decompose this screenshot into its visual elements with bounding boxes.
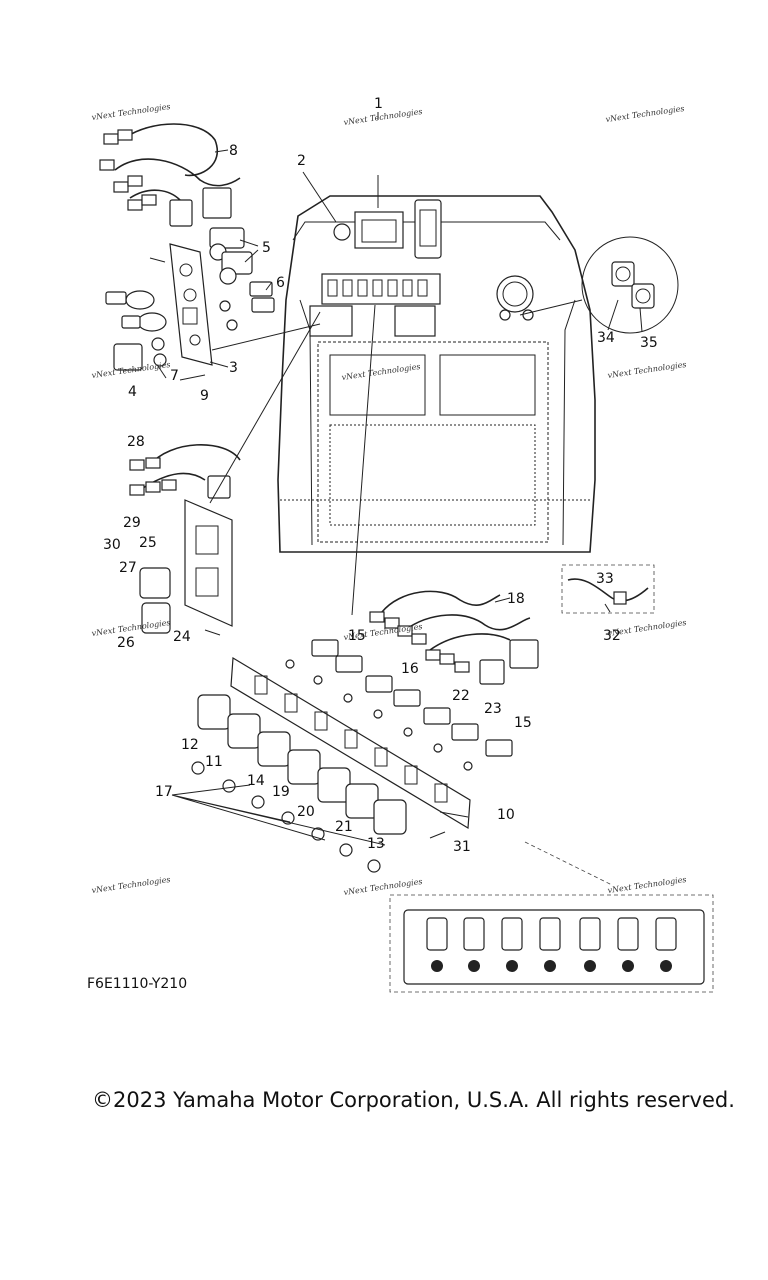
watermark: vNext Technologies [607,875,687,895]
callout-8: 8 [229,143,238,159]
watermark: vNext Technologies [343,622,423,642]
callout-30: 30 [103,537,121,553]
harness-33-box [561,564,655,614]
callout-numbers: 1 2 3 4 5 6 7 8 9 10 11 12 13 14 15 15 1… [103,96,658,855]
watermark: vNext Technologies [607,360,687,380]
callout-22: 22 [452,688,470,704]
callout-6: 6 [276,275,285,291]
callout-10: 10 [497,807,515,823]
side-panel-3 [105,227,321,381]
callout-27: 27 [119,560,137,576]
callout-35: 35 [640,335,658,351]
watermark: vNext Technologies [343,877,423,897]
parts-diagram: 1 2 3 4 5 6 7 8 9 10 11 12 13 14 15 15 1… [91,96,714,993]
leader-lines [157,112,643,818]
callout-13: 13 [367,836,385,852]
outlet-34-35 [519,236,679,334]
callout-12: 12 [181,737,199,753]
switch-bodies [285,639,513,771]
callout-24: 24 [173,629,191,645]
callout-17: 17 [155,784,173,800]
panel-slots [254,675,448,803]
harness-8 [99,123,241,227]
callout-32: 32 [603,628,621,644]
switch-row [327,279,428,297]
callout-16: 16 [401,661,419,677]
connector-group [99,129,232,227]
diagram-code: F6E1110-Y210 [87,976,188,992]
callout-11: 11 [205,754,223,770]
watermark: vNext Technologies [607,618,687,638]
watermark: vNext Technologies [343,107,423,127]
callout-29: 29 [123,515,141,531]
callout-23: 23 [484,701,502,717]
callout-7: 7 [170,368,179,384]
callout-28: 28 [127,434,145,450]
callout-20: 20 [297,804,315,820]
callout-21: 21 [335,819,353,835]
callout-34: 34 [597,330,615,346]
callout-9: 9 [200,388,209,404]
side-panel-29 [129,311,321,636]
callout-5: 5 [262,240,271,256]
watermark: vNext Technologies [605,104,685,124]
callout-33: 33 [596,571,614,587]
callout-18: 18 [507,591,525,607]
harness-18 [369,590,539,685]
callout-1: 1 [374,96,383,112]
rocker-switches [197,694,407,835]
watermark: vNext Technologies [341,362,421,382]
callout-26: 26 [117,635,135,651]
watermark: vNext Technologies [91,102,171,122]
callout-3: 3 [229,360,238,376]
callout-19: 19 [272,784,290,800]
watermark: vNext Technologies [91,875,171,895]
callout-4: 4 [128,384,137,400]
callout-14: 14 [247,773,265,789]
dashboard-body [277,195,596,553]
callout-2: 2 [297,153,306,169]
callout-31: 31 [453,839,471,855]
copyright-notice: ©2023 Yamaha Motor Corporation, U.S.A. A… [92,1088,735,1112]
switch-panel-10 [171,304,513,873]
callout-25: 25 [139,535,157,551]
inset-switches [426,917,677,972]
callout-15b: 15 [514,715,532,731]
assembled-panel-inset [389,841,714,993]
callout-15a: 15 [348,628,366,644]
